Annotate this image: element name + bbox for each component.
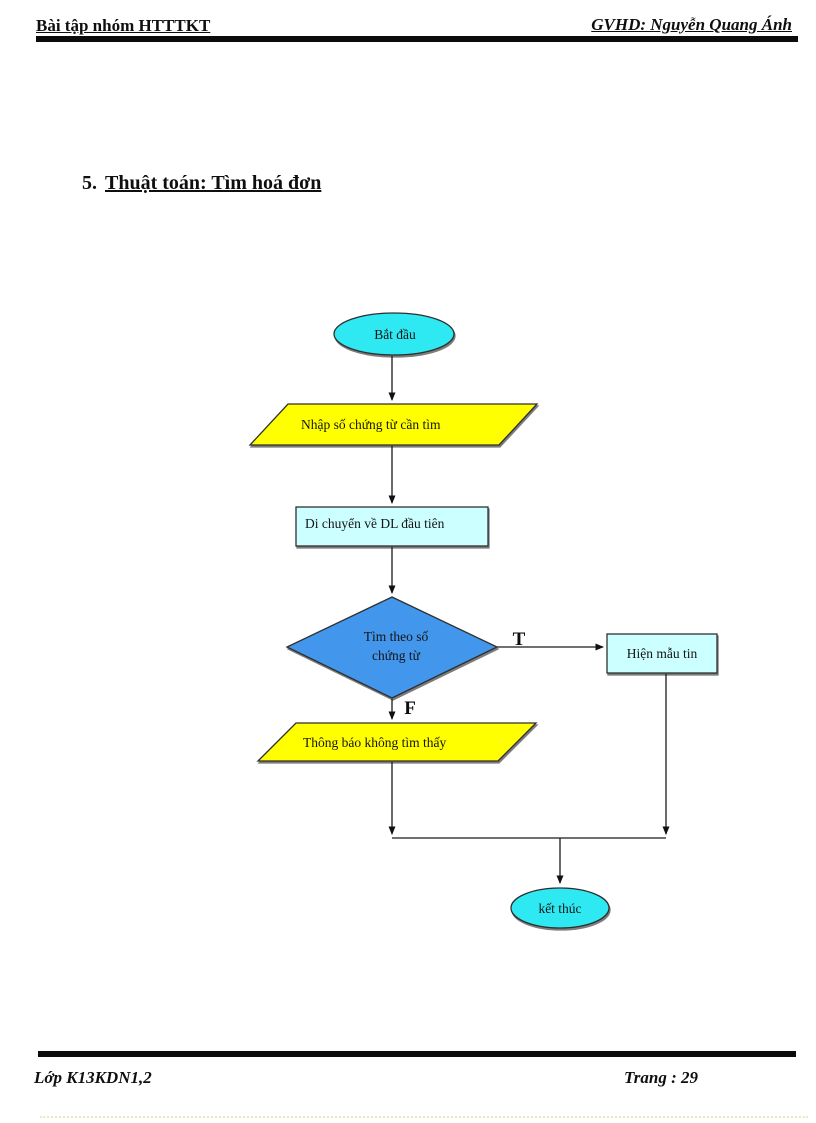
flowchart-node-end (510, 887, 610, 929)
flowchart-node-move-first (295, 506, 489, 547)
flowchart-label-decision-line2: chứng từ (372, 648, 421, 663)
flowchart-label-end: kết thúc (538, 901, 581, 916)
header-left-text: Bài tập nhóm HTTTKT (36, 16, 211, 35)
flowchart-label-show-record: Hiện mẫu tin (627, 646, 698, 661)
section-label: Thuật toán: Tìm hoá đơn (105, 172, 322, 194)
branch-true-label: T (513, 629, 526, 650)
header-right-text: GVHD: Nguyễn Quang Ánh (591, 15, 792, 34)
flowchart-label-move-first: Di chuyển về DL đầu tiên (305, 516, 445, 531)
footer-left-text: Lớp K13KDN1,2 (34, 1068, 152, 1087)
flowchart-node-decision (285, 596, 499, 699)
section-title: 5. Thuật toán: Tìm hoá đơn (82, 172, 321, 195)
flowchart-label-start: Bắt đầu (374, 327, 416, 342)
footer-page-number: Trang : 29 (624, 1068, 698, 1087)
flowchart-node-start (333, 312, 455, 356)
flowchart-node-show-record (606, 633, 718, 674)
flowchart-label-decision-line1: Tìm theo số (364, 629, 429, 644)
flowchart-label-not-found: Thông báo không tìm thấy (303, 735, 446, 750)
footer-rule (38, 1051, 796, 1057)
flowchart-node-not-found (256, 722, 538, 762)
flowchart-label-input-search: Nhập số chứng từ cần tìm (301, 417, 441, 432)
page-bottom-edge (40, 1116, 808, 1118)
header-rule (36, 36, 798, 42)
flowchart-node-input-search (248, 403, 539, 446)
branch-false-label: F (404, 698, 416, 719)
section-number: 5. (82, 172, 97, 194)
